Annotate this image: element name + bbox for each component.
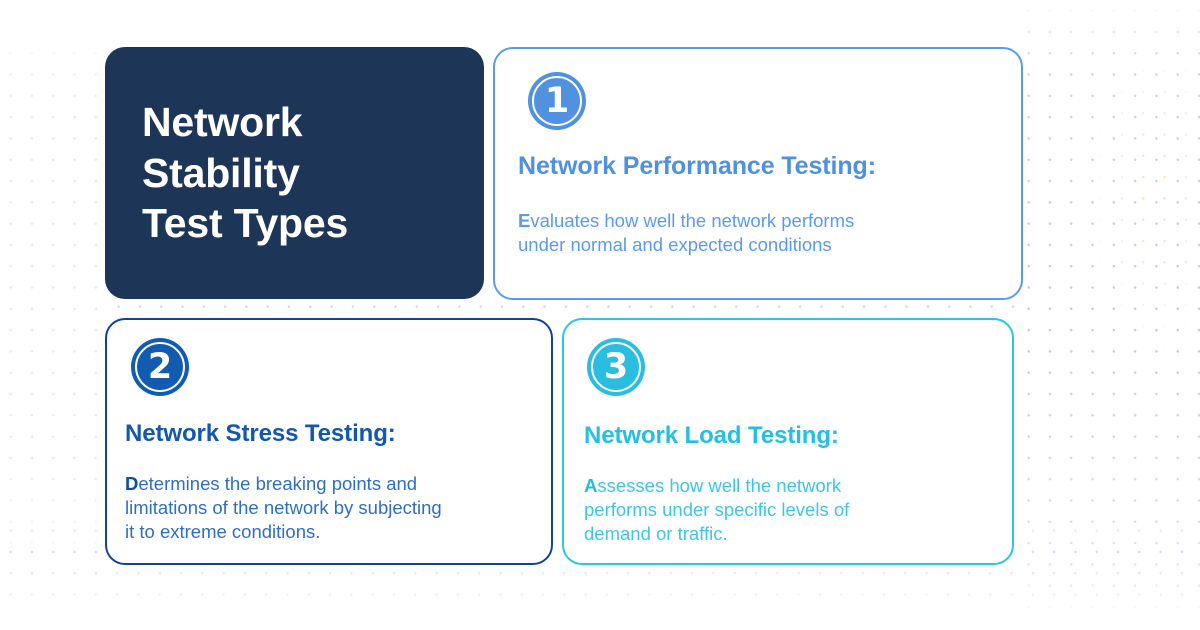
test-type-card-2[interactable]: 2 Network Stress Testing: Determines the… (105, 318, 553, 565)
badge-ring-icon (532, 76, 582, 126)
badge-number-label: 3 (603, 346, 629, 387)
dot-grid-warm-decoration (1090, 60, 1200, 360)
card-heading-1: Network Performance Testing: (518, 152, 876, 180)
card-body-2: Determines the breaking points and limit… (125, 472, 442, 544)
card-body-rest-3: ssesses how well the network performs un… (584, 475, 850, 545)
page-title: Network Stability Test Types (142, 98, 349, 247)
card-body-lead-2: D (125, 473, 139, 494)
badge-ring-icon (591, 342, 641, 392)
badge-number-label: 2 (147, 346, 173, 387)
step-number-badge-1: 1 (528, 72, 586, 130)
card-body-rest-2: etermines the breaking points and limita… (125, 473, 442, 543)
card-body-rest-1: valuates how well the network performs u… (518, 210, 855, 256)
card-body-lead-3: A (584, 475, 598, 496)
step-number-badge-3: 3 (587, 338, 645, 396)
badge-ring-icon (135, 342, 185, 392)
card-body-1: Evaluates how well the network performs … (518, 209, 854, 257)
card-body-lead-1: E (518, 210, 531, 231)
card-heading-3: Network Load Testing: (584, 422, 839, 449)
test-type-card-1[interactable]: 1 Network Performance Testing: Evaluates… (493, 47, 1023, 300)
step-number-badge-2: 2 (131, 338, 189, 396)
dot-grid-left-decoration (0, 0, 108, 600)
card-body-3: Assesses how well the network performs u… (584, 474, 849, 546)
test-type-card-3[interactable]: 3 Network Load Testing: Assesses how wel… (562, 318, 1014, 565)
dot-grid-right-decoration (1018, 0, 1200, 630)
badge-number-label: 1 (544, 80, 570, 121)
card-heading-2: Network Stress Testing: (125, 420, 396, 447)
title-card: Network Stability Test Types (105, 47, 484, 299)
